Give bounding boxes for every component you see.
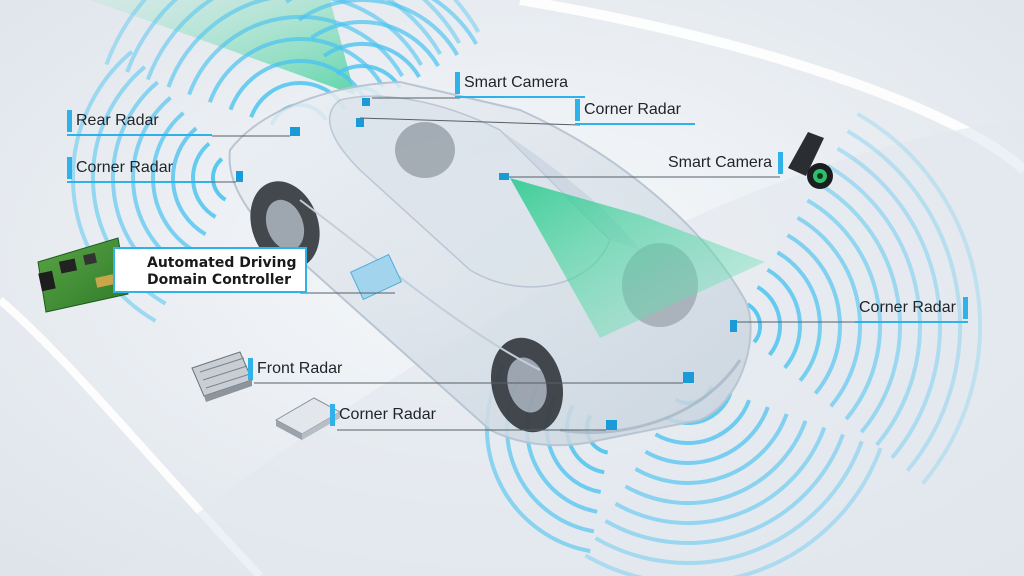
wave-corner-top-arc — [335, 64, 402, 90]
front-camera-beam — [510, 178, 765, 338]
underline-rear-radar — [67, 134, 212, 136]
wave-corner-top-arc — [322, 41, 421, 78]
wave-front-arc — [594, 440, 864, 565]
controller-in-car — [349, 253, 403, 301]
underline-smart-camera-top — [455, 96, 585, 98]
sensor-front-radar — [683, 372, 694, 383]
wave-front-arc — [584, 447, 883, 576]
label-smart-camera-right: Smart Camera — [668, 154, 773, 171]
car-side-line — [299, 199, 541, 371]
wave-corner-right-arc — [856, 112, 983, 485]
label-smart-camera-top: Smart Camera — [464, 74, 569, 91]
wave-corner-left-arc — [151, 111, 197, 254]
wave-corner-left-arc — [210, 157, 227, 202]
wave-rear-arc — [125, 0, 462, 73]
leader-lines — [212, 97, 855, 431]
domain-controller-line1: Automated Driving — [147, 255, 297, 271]
sensor-smart-camera-top — [362, 98, 370, 106]
tab-smart-camera-top — [455, 72, 460, 94]
wave-corner-top-arc — [285, 0, 479, 46]
sensor-corner-radar-right — [730, 320, 737, 332]
label-corner-radar-right: Corner Radar — [859, 299, 956, 316]
wave-corner-right-arc — [796, 215, 862, 408]
wave-corner-top-arc — [297, 0, 460, 57]
label-front-radar: Front Radar — [257, 360, 343, 377]
wave-front-arc — [614, 426, 827, 526]
wave-front-arc — [624, 420, 808, 506]
wave-rear-arc — [166, 0, 423, 88]
label-corner-radar-top: Corner Radar — [584, 101, 681, 118]
wave-corner-right-arc — [836, 146, 942, 460]
wave-corner-right-arc — [766, 267, 803, 370]
smart-camera-device-image — [788, 132, 833, 189]
wave-front-arc — [654, 399, 751, 446]
underline-corner-radar-top — [575, 123, 695, 125]
wave-corner-right-arc — [806, 198, 882, 421]
wave-corner-left-arc — [171, 126, 207, 237]
sensor-smart-camera-front — [499, 173, 509, 180]
wheel-rear-right — [395, 122, 455, 178]
wave-front-arc — [604, 433, 845, 545]
wave-rear-arc — [104, 0, 481, 66]
wave-corner-right-arc — [846, 129, 963, 472]
wave-rear-arc — [228, 59, 366, 111]
tab-corner-radar-right — [963, 297, 968, 319]
wave-corner-top-arc — [310, 19, 440, 68]
sensor-corner-radar-top — [356, 118, 364, 127]
wave-rear-arc — [207, 37, 385, 103]
wave-corner-right-arc — [776, 250, 822, 382]
wave-corner-right-arc — [786, 233, 842, 395]
tab-smart-camera-right — [778, 152, 783, 174]
label-corner-radar-bottom: Corner Radar — [339, 406, 436, 423]
sensor-rear-radar — [290, 127, 300, 136]
label-rear-radar: Rear Radar — [76, 112, 159, 129]
wave-corner-right-arc — [816, 181, 903, 434]
label-corner-radar-left: Corner Radar — [76, 159, 173, 176]
domain-controller-line2: Domain Controller — [147, 272, 291, 288]
tab-front-radar — [248, 358, 253, 380]
domain-controller-label-box: Automated Driving Domain Controller — [113, 247, 307, 293]
tab-corner-radar-bottom — [330, 404, 335, 426]
sensor-markers — [236, 98, 737, 430]
underline-corner-radar-left — [67, 181, 212, 183]
wave-front-arc — [644, 406, 770, 466]
underline-corner-radar-right — [855, 321, 968, 323]
wave-corner-right-arc — [826, 164, 922, 447]
sensor-corner-radar-bottom — [606, 420, 617, 430]
car-front-bumper — [559, 359, 742, 434]
wave-corner-right-arc — [756, 285, 783, 357]
domain-controller-pcb-image — [37, 237, 129, 313]
tab-corner-radar-top — [575, 99, 580, 121]
wave-rear-arc — [145, 0, 443, 81]
tab-rear-radar — [67, 110, 72, 132]
wave-front-arc — [634, 413, 789, 485]
sensor-corner-radar-left — [236, 171, 243, 182]
front-radar-module-image — [191, 351, 253, 402]
tab-corner-radar-left — [67, 157, 72, 179]
